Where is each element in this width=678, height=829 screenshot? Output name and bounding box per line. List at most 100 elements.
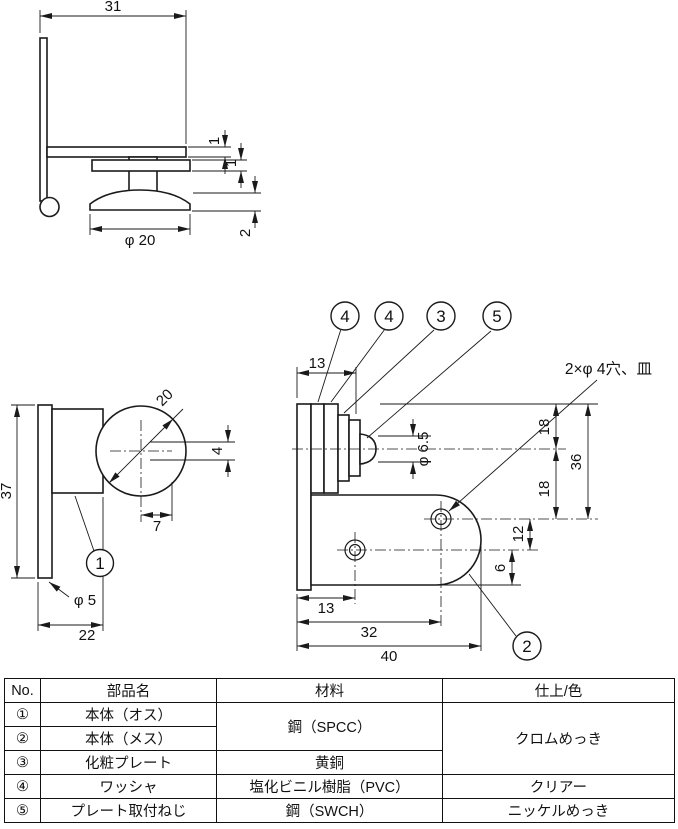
col-header-material: 材料 [216, 678, 443, 703]
material-cell: 黄銅 [216, 750, 443, 775]
dim-12: 12 [510, 519, 533, 550]
callout-4b: 4 [330, 301, 404, 403]
dim-dia5: φ 5 [48, 581, 96, 609]
technical-drawing: 31 1 1 2 φ 20 [0, 0, 652, 665]
view-female-side: 4 4 3 5 13 2×φ 4穴、皿 [292, 301, 652, 665]
material-cell-merged: 鋼（SPCC） [216, 702, 443, 751]
callout-1-circle [85, 548, 115, 578]
dim-2-label: 2 [237, 229, 254, 237]
part-no-cell: ① [4, 702, 41, 727]
callout-2: 2 [468, 573, 542, 661]
table-row: ③ 化粧プレート 黄銅 [4, 750, 675, 775]
dim-1b-label: 1 [223, 159, 240, 167]
dim-6: 6 [492, 550, 515, 585]
dim-37-label: 37 [0, 483, 15, 500]
dim-13-bottom-label: 13 [318, 600, 335, 617]
dim-18b-label: 18 [536, 481, 553, 498]
callout-3-label: 3 [436, 307, 445, 326]
part-no-cell: ② [4, 726, 41, 751]
dim-dia65-label: φ 6.5 [415, 432, 432, 467]
disc-dome [89, 189, 191, 211]
table-row: ⑤ プレート取付ねじ 鋼（SWCH） ニッケルめっき [4, 798, 675, 823]
callout-2-circle [512, 631, 542, 661]
callout-4b-circle [374, 301, 404, 331]
part-name-cell: 化粧プレート [40, 750, 217, 775]
male-wall-plate-front [37, 404, 53, 579]
col-header-no: No. [4, 678, 41, 703]
dim-dia5-label: φ 5 [74, 592, 96, 609]
view-front: 37 20 4 7 22 φ 5 [0, 386, 235, 644]
dim-2-disc: 2 [192, 176, 261, 237]
dim-31-label: 31 [105, 0, 122, 15]
dim-37: 37 [0, 404, 35, 579]
callout-3: 3 [343, 301, 456, 414]
dim-12-label: 12 [510, 526, 527, 543]
col-header-finish: 仕上/色 [442, 678, 675, 703]
part-name-cell: ワッシャ [40, 774, 217, 799]
male-wall-plate-side [39, 37, 48, 202]
finish-cell-merged: クロムめっき [442, 702, 675, 775]
callout-5-circle [482, 301, 512, 331]
part-no-cell: ③ [4, 750, 41, 775]
col-header-part-name: 部品名 [40, 678, 217, 703]
dim-36-label: 36 [568, 454, 585, 471]
part-name-cell: 本体（メス） [40, 726, 217, 751]
dim-1-washer: 1 [192, 143, 247, 188]
dim-1a-label: 1 [206, 137, 223, 145]
part-no-cell: ⑤ [4, 798, 41, 823]
washer-2 [323, 403, 339, 494]
female-base-plate [310, 494, 482, 586]
table-row: ① 本体（オス） 鋼（SPCC） クロムめっき [4, 702, 675, 775]
callout-1: 1 [74, 495, 115, 578]
dim-13-top-label: 13 [309, 355, 326, 372]
callout-2-label: 2 [522, 637, 531, 656]
dim-40: 40 [297, 546, 482, 665]
callout-1-label: 1 [95, 554, 104, 573]
part-name-cell: プレート取付ねじ [40, 798, 217, 823]
part-no-cell: ④ [4, 774, 41, 799]
note-holes-label: 2×φ 4穴、皿 [565, 360, 652, 378]
material-cell: 塩化ビニル樹脂（PVC） [216, 774, 443, 799]
callout-3-circle [426, 301, 456, 331]
male-arm [46, 146, 187, 158]
washer-side [91, 159, 191, 172]
dim-31: 31 [39, 0, 187, 144]
dim-20-label: 20 [153, 386, 177, 410]
dim-13-bottom: 13 [296, 594, 355, 651]
dim-4: 4 [150, 425, 235, 477]
cosmetic-plate-front [348, 419, 361, 477]
dim-dia65: φ 6.5 [378, 419, 432, 479]
dim-dia20: φ 20 [89, 214, 191, 249]
view-top-side: 31 1 1 2 φ 20 [39, 0, 261, 249]
part-name-cell: 本体（オス） [40, 702, 217, 727]
female-back-plate [296, 403, 312, 591]
callout-4a-label: 4 [340, 307, 349, 326]
dim-36: 36 [568, 404, 591, 519]
dim-22-label: 22 [79, 627, 96, 644]
parts-table: No. 部品名 材料 仕上/色 ① 本体（オス） 鋼（SPCC） クロムめっき … [4, 678, 675, 823]
dim-40-label: 40 [381, 648, 398, 665]
dim-18a-label: 18 [536, 419, 553, 436]
table-header-row: No. 部品名 材料 仕上/色 [4, 678, 675, 703]
washer-1 [310, 403, 325, 494]
finish-cell: クリアー [442, 774, 675, 799]
callout-5: 5 [366, 301, 512, 439]
finish-cell: ニッケルめっき [442, 798, 675, 823]
dim-18-lower: 18 [536, 449, 559, 519]
dim-32: 32 [297, 619, 441, 641]
dim-32-label: 32 [361, 624, 378, 641]
dim-18-upper: 18 [536, 404, 559, 449]
material-cell: 鋼（SWCH） [216, 798, 443, 823]
dim-6-label: 6 [492, 564, 509, 572]
callout-4a-circle [330, 301, 360, 331]
callout-5-label: 5 [492, 307, 501, 326]
callout-4a: 4 [317, 301, 360, 403]
cosmetic-plate [337, 414, 350, 482]
rolled-edge [39, 196, 60, 218]
dim-4-label: 4 [209, 447, 226, 455]
callout-4b-label: 4 [384, 307, 393, 326]
dim-13-top: 13 [296, 355, 357, 414]
dim-7-label: 7 [153, 518, 161, 535]
dim-dia20-label: φ 20 [125, 232, 156, 249]
dim-7: 7 [141, 482, 173, 535]
